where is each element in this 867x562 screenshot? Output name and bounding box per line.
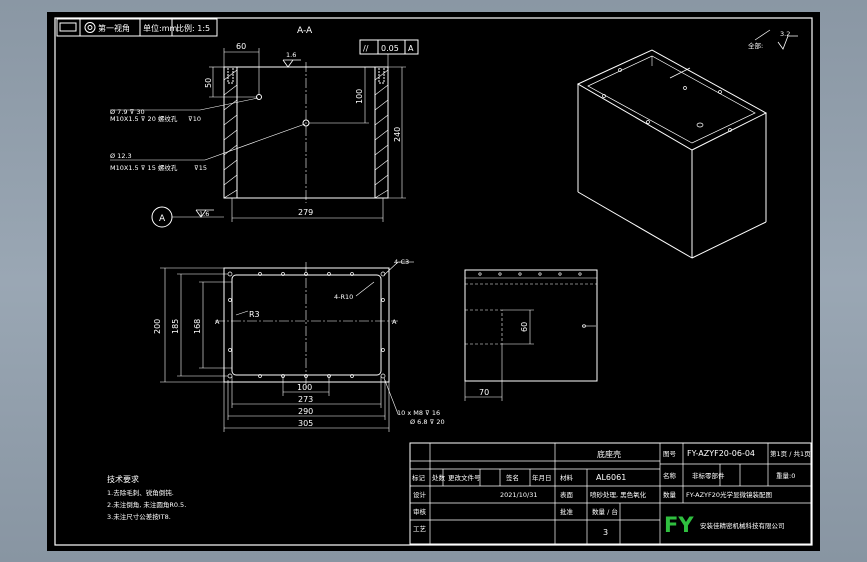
dim-60-side: 60 — [520, 322, 529, 332]
tech-note-2: 2.未注倒角, 未注圆角R0.5. — [107, 500, 186, 509]
row-label-date: 年月日 — [532, 473, 552, 482]
dim-279-section: 279 — [298, 208, 313, 217]
company-name: 安装佳精密机械科技有限公司 — [700, 521, 785, 530]
qty-value: 3 — [603, 528, 608, 537]
isometric-view — [576, 29, 798, 259]
hole-note-1-line1: Ø 7.9 ⊽ 30 — [110, 108, 145, 116]
projection-symbol-icon — [59, 22, 96, 33]
section-arrow-right: A — [392, 318, 397, 326]
plan-view — [160, 261, 414, 432]
dim-200-plan: 200 — [153, 319, 162, 334]
section-arrow-left: A — [215, 318, 220, 326]
drill-note: Ø 6.8 ⊽ 20 — [410, 418, 445, 426]
roughness-mark-2: 1.6 — [199, 210, 209, 218]
section-dimensions: 60 50 100 240 279 1.6 1.6 // 0.05 A A — [159, 42, 414, 224]
dim-240-section: 240 — [393, 127, 402, 142]
approve-label: 批准 — [560, 507, 574, 516]
assembly-name: FY-AZYF20光学显微镜装配图 — [686, 490, 772, 499]
surface-label: 表面 — [560, 490, 574, 499]
row-label-sign: 签名 — [506, 473, 519, 482]
title-block-text: 标记 处数 更改文件号 签名 年月日 设计 审核 工艺 批准 材料 表面 图号 … — [412, 449, 811, 537]
qty-label: 数量 / 台 — [592, 507, 618, 516]
hole-note-2-line3: ⊽15 — [194, 164, 207, 172]
roughness-note: 全部: — [748, 41, 763, 50]
dim-r3: R3 — [249, 310, 260, 319]
dim-100-plan: 100 — [297, 383, 312, 392]
surface-value: 喷砂处理, 黑色氧化 — [590, 490, 647, 499]
tech-note-3: 3.未注尺寸公差按IT8. — [107, 512, 171, 521]
tech-notes-title: 技术要求 — [107, 474, 139, 484]
parallelism-value: 0.05 — [381, 44, 399, 53]
hole-notes: Ø 7.9 ⊽ 30 M10X1.5 ⊽ 20 螺纹孔 ⊽10 Ø 12.3 M… — [110, 108, 207, 172]
section-mark-label: A — [159, 214, 166, 224]
hole-note-1-line3: ⊽10 — [188, 115, 201, 123]
section-label: A-A — [297, 26, 313, 36]
unit-label: 单位:mm — [143, 23, 177, 33]
company-logo: FY — [664, 513, 694, 537]
drawing-number: FY-AZYF20-06-04 — [687, 449, 755, 458]
thread-note: 10 x M8 ⊽ 16 — [397, 409, 440, 417]
dim-168-plan: 168 — [193, 319, 202, 334]
roughness-mark-1: 1.6 — [286, 51, 296, 59]
parallelism-datum: A — [408, 44, 414, 53]
drawing-sheet — [47, 12, 820, 551]
top-info-bar: 第一视角 单位:mm 比例: 1:5 — [56, 18, 218, 37]
design-label: 设计 — [413, 490, 427, 499]
process-label: 工艺 — [413, 525, 427, 533]
dim-70-side: 70 — [479, 388, 489, 397]
side-view — [464, 269, 598, 401]
dim-r10: 4-R10 — [334, 293, 353, 301]
side-dimensions: 60 70 — [479, 322, 529, 397]
check-label: 审核 — [413, 507, 427, 516]
title-block — [409, 442, 812, 545]
dim-100-section: 100 — [355, 89, 364, 104]
row-label-mark: 标记 — [412, 473, 426, 482]
material-label: 材料 — [560, 473, 574, 482]
drawing-frame — [54, 17, 813, 546]
qty-row-label: 数量 — [663, 490, 677, 499]
row-label-docno: 更改文件号 — [448, 473, 481, 482]
scale-label: 比例: 1:5 — [176, 23, 210, 33]
part-name: 底座壳 — [597, 449, 621, 459]
dim-c3: 4-C3 — [394, 258, 409, 266]
hole-note-2-line1: Ø 12.3 — [110, 152, 132, 160]
dim-60-section: 60 — [236, 42, 246, 51]
name-label: 名称 — [663, 471, 677, 480]
tech-notes: 技术要求 1.去除毛刺、锐角倒钝. 2.未注倒角, 未注圆角R0.5. 3.未注… — [107, 474, 186, 521]
type-label: 非标零部件 — [692, 471, 725, 480]
material-value: AL6061 — [596, 473, 626, 482]
dim-50-section: 50 — [204, 78, 213, 88]
tech-note-1: 1.去除毛刺、锐角倒钝. — [107, 488, 174, 497]
view-label: 第一视角 — [98, 23, 130, 33]
plan-dimensions: 200 185 168 R3 4-R10 4-C3 100 273 290 30… — [153, 258, 445, 428]
dim-185-plan: 185 — [171, 319, 180, 334]
hole-note-2-line2: M10X1.5 ⊽ 15 螺纹孔 — [110, 163, 178, 172]
dim-290-plan: 290 — [298, 407, 313, 416]
hole-note-1-line2: M10X1.5 ⊽ 20 螺纹孔 — [110, 114, 178, 123]
dim-273-plan: 273 — [298, 395, 313, 404]
weight-label: 重量:0 — [776, 472, 795, 480]
section-view — [110, 39, 419, 228]
row-label-count: 处数 — [432, 473, 446, 482]
drawno-label: 图号 — [663, 450, 677, 458]
parallelism-symbol: // — [363, 44, 369, 53]
sheet-label: 第1页 / 共1页 — [770, 449, 811, 458]
date-value: 2021/10/31 — [500, 491, 537, 499]
dim-305-plan: 305 — [298, 419, 313, 428]
roughness-global: 3.2 — [780, 30, 790, 38]
